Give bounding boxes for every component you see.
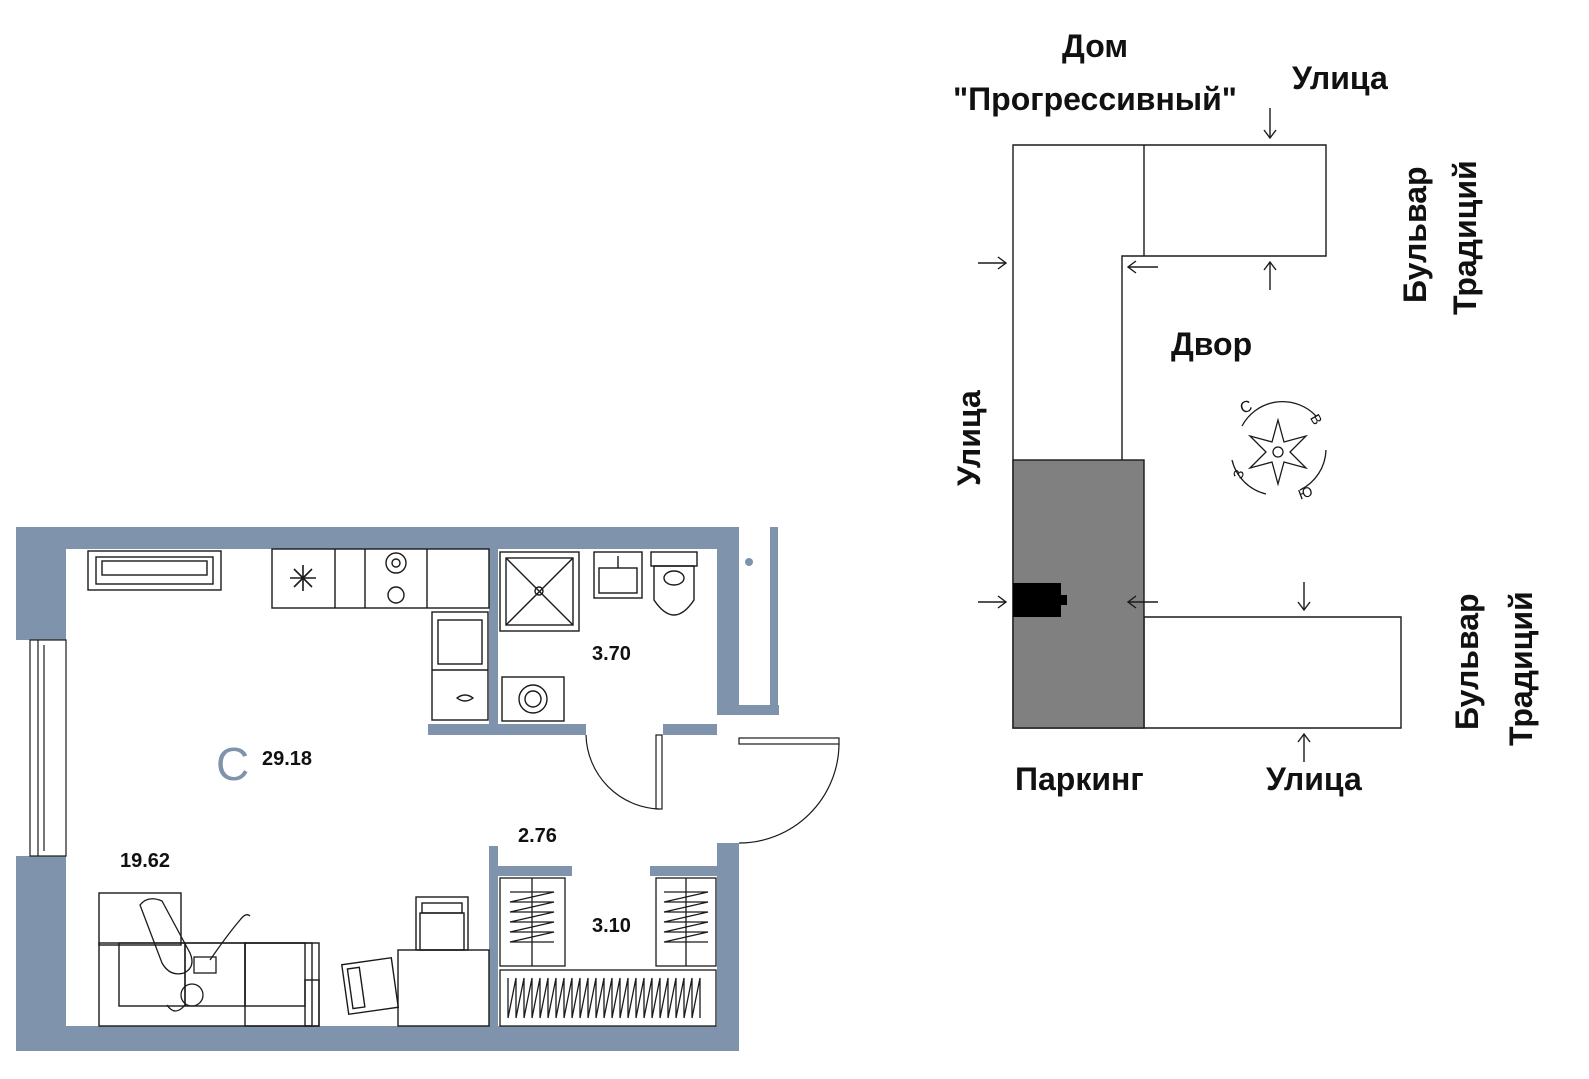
wardrobe-area: 3.10 bbox=[592, 915, 631, 937]
street-top-label: Улица bbox=[1292, 60, 1388, 96]
parking-label: Паркинг bbox=[1015, 761, 1144, 797]
total-area: 29.18 bbox=[262, 748, 312, 770]
apartment-location-marker bbox=[1013, 583, 1067, 617]
compass-west: З bbox=[1229, 467, 1247, 480]
washing-machine bbox=[501, 676, 565, 722]
dining-table bbox=[397, 949, 490, 1027]
hall-area: 2.76 bbox=[518, 825, 557, 847]
chair-top bbox=[415, 896, 469, 951]
bathroom-area: 3.70 bbox=[592, 643, 631, 665]
sink-icon bbox=[455, 694, 475, 702]
yard-label: Двор bbox=[1171, 326, 1252, 362]
wardrobes bbox=[499, 877, 717, 1027]
compass-north: С bbox=[1238, 398, 1255, 418]
compass-east: В bbox=[1307, 411, 1326, 427]
boulevard-bottom-line2: Традиций bbox=[1503, 591, 1539, 746]
compass-rose-icon bbox=[1231, 400, 1327, 495]
person-on-sofa-icon bbox=[139, 898, 251, 1012]
street-left-label: Улица bbox=[951, 390, 987, 486]
boulevard-top-line2: Традиций bbox=[1447, 160, 1483, 315]
boulevard-bottom-line1: Бульвар bbox=[1449, 593, 1485, 730]
compass-south: Ю bbox=[1296, 483, 1315, 503]
shower bbox=[499, 551, 580, 632]
kitchen-counter bbox=[271, 548, 490, 721]
house-name-line2: "Прогрессивный" bbox=[953, 81, 1237, 117]
toilet bbox=[650, 551, 698, 616]
living-area: 19.62 bbox=[120, 850, 170, 872]
floor-plan: С 29.18 19.62 3.70 2.76 3.10 bbox=[16, 527, 840, 1051]
armchair bbox=[340, 956, 400, 1016]
snowflake-icon bbox=[290, 565, 316, 591]
entry-door bbox=[738, 558, 840, 844]
sofa bbox=[98, 892, 320, 1027]
bathroom-door bbox=[585, 734, 663, 810]
window bbox=[29, 639, 67, 857]
outer-walls bbox=[16, 527, 779, 1051]
entry-arrows bbox=[978, 108, 1311, 762]
site-plan: С В Ю З Дом "Прогрессивный" Улица Двор П… bbox=[951, 28, 1539, 797]
tv-stand bbox=[87, 550, 222, 591]
house-name-line1: Дом bbox=[1062, 28, 1128, 64]
street-bottom-label: Улица bbox=[1266, 761, 1362, 797]
boulevard-top-line1: Бульвар bbox=[1397, 166, 1433, 303]
washbasin bbox=[593, 551, 643, 599]
apartment-type-letter: С bbox=[216, 738, 249, 790]
stove-icon bbox=[385, 552, 407, 604]
